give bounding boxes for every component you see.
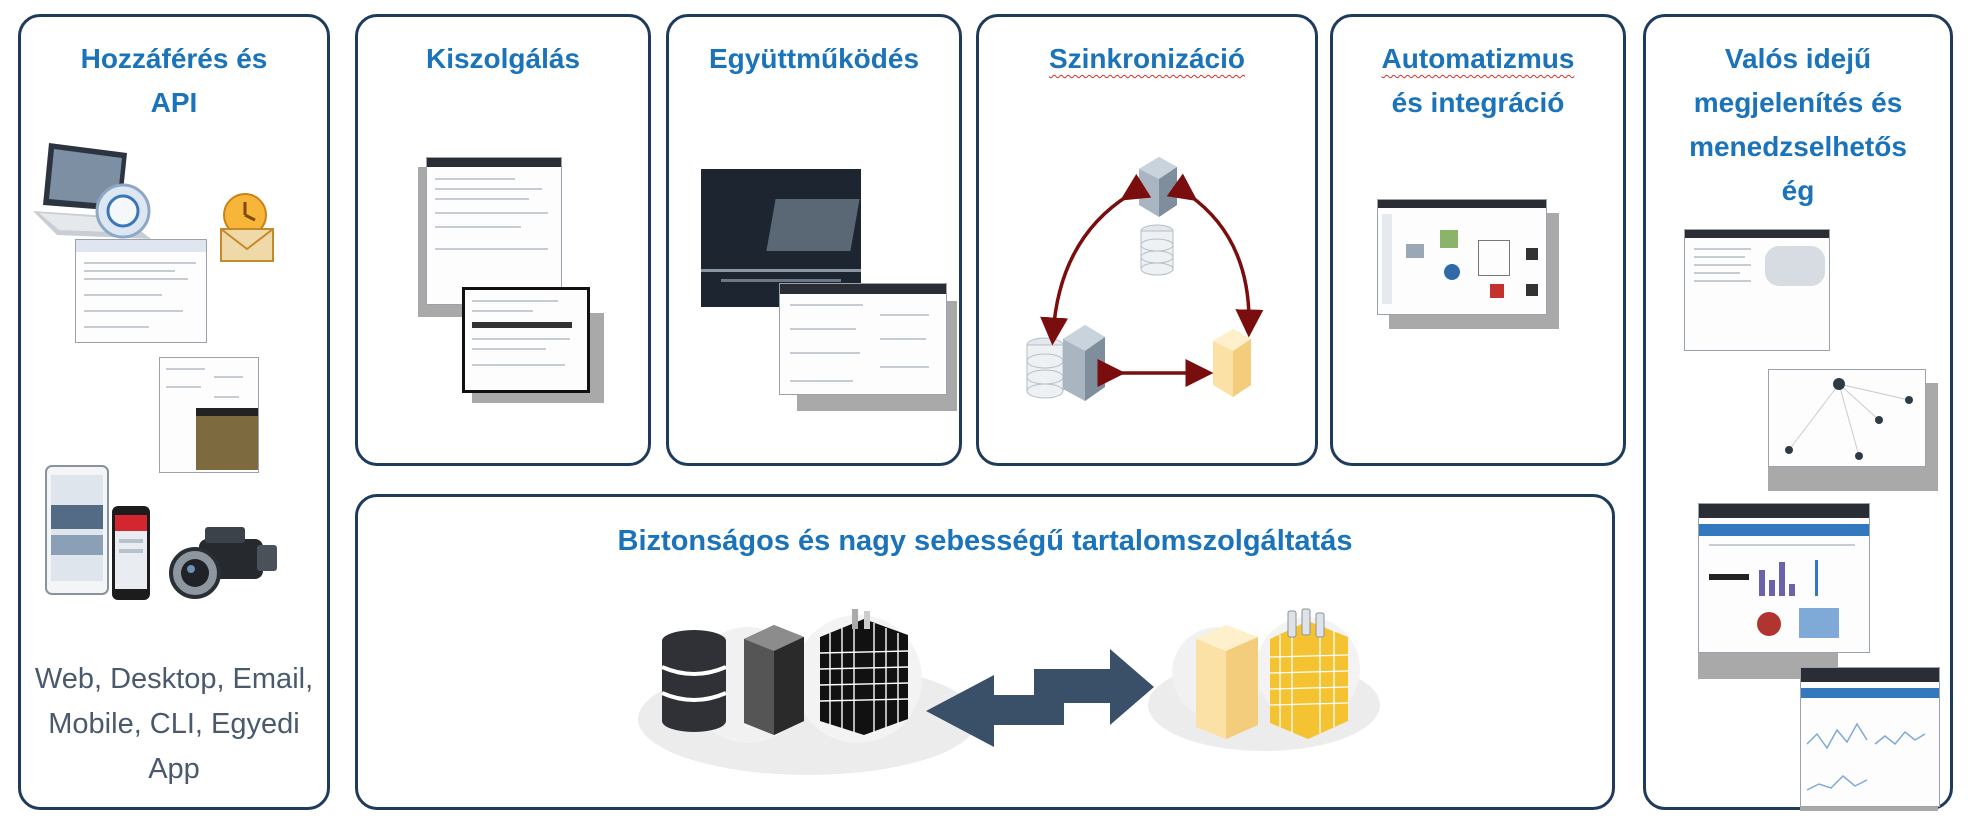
- bidirectional-arrow-icon: [926, 649, 1154, 747]
- panel-title: Együttműködés: [708, 43, 920, 74]
- server-icon: [1196, 625, 1258, 739]
- smartphone-icon: [112, 506, 150, 600]
- server-icon: [744, 625, 804, 735]
- panel-access-api: Hozzáférés és API: [18, 14, 330, 810]
- analytics-overview-screenshot: [1800, 667, 1940, 807]
- panel-automation: Automatizmus és integráció: [1330, 14, 1626, 466]
- package-email-screenshot: [462, 287, 590, 393]
- files-list-screenshot: [779, 283, 947, 395]
- database-icon: [1026, 337, 1064, 399]
- server-icon: [1139, 157, 1177, 217]
- panel-title: Szinkronizáció: [1048, 43, 1246, 74]
- analytics-statistics-screenshot: [1698, 503, 1870, 653]
- panel-synchronization: Szinkronizáció: [976, 14, 1318, 466]
- camcorder-icon: [169, 527, 277, 599]
- access-caption: Web, Desktop, Email, Mobile, CLI, Egyedi…: [34, 663, 314, 785]
- web-app-screenshot: [159, 357, 259, 473]
- building-icon: [819, 609, 909, 735]
- laptop-icon: [33, 143, 151, 239]
- transfer-map-screenshot: [1768, 369, 1926, 467]
- panel-realtime-visualization: Valós idejű megjelenítés és menedzselhet…: [1643, 14, 1953, 811]
- console-map-screenshot: [1684, 229, 1830, 351]
- panel-title: Hozzáférés és API: [80, 43, 268, 118]
- panel-collaboration: Együttműködés: [666, 14, 962, 466]
- panel-title: Biztonságos és nagy sebességű tartalomsz…: [617, 525, 1353, 557]
- bidirectional-arrow-icon: [1166, 173, 1264, 338]
- email-icon: [220, 193, 274, 262]
- bidirectional-arrow-icon: [1040, 173, 1152, 346]
- panel-title: Automatizmus és integráció: [1381, 43, 1575, 118]
- database-icon: [661, 630, 727, 732]
- orchestrator-screenshot: [1377, 199, 1547, 315]
- tablet-icon: [45, 465, 109, 595]
- panel-title: Kiszolgálás: [425, 43, 581, 74]
- building-icon: [1269, 608, 1349, 739]
- panel-title: Valós idejű megjelenítés és menedzselhet…: [1689, 43, 1907, 206]
- faspex-web-screenshot: [426, 157, 562, 305]
- database-icon: [1140, 224, 1174, 276]
- sync-triangle-diagram: [1026, 157, 1264, 401]
- desktop-app-screenshot: [75, 239, 207, 343]
- server-icon: [1063, 325, 1105, 401]
- panel-content-delivery: Biztonságos és nagy sebességű tartalomsz…: [355, 494, 1615, 810]
- server-icon: [1213, 329, 1251, 397]
- panel-serving: Kiszolgálás: [355, 14, 651, 466]
